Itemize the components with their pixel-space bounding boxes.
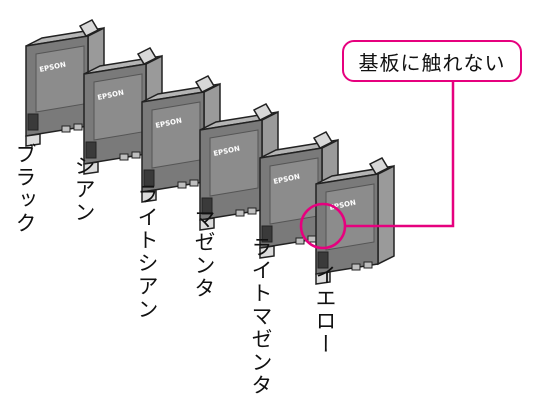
cartridge-contact [317, 251, 329, 269]
cartridge-foot [307, 235, 317, 243]
cartridge-black: EPSON [25, 19, 105, 147]
cartridge-foot [189, 179, 199, 187]
cartridge-label-panel [35, 45, 85, 113]
cartridge-latch [252, 103, 274, 121]
cartridge-foot [235, 209, 245, 217]
cartridge-chip [199, 217, 215, 231]
cartridge-latch [368, 157, 390, 175]
cartridge-label-yellow: イエロー [313, 264, 337, 356]
cartridge-foot [351, 263, 361, 271]
cartridge-chip [25, 133, 41, 147]
cartridge-yellow: EPSON [315, 157, 395, 285]
cartridge-foot [73, 123, 83, 131]
cartridge-foot [61, 125, 71, 133]
cartridge-label-light-magenta: ライトマゼンタ [249, 236, 273, 397]
cartridge-magenta: EPSON [199, 103, 279, 231]
cartridge-foot [295, 237, 305, 245]
cartridge-chip [83, 161, 99, 175]
cartridge-contact [27, 113, 39, 131]
callout-leader-line [345, 82, 455, 228]
cartridge-foot [247, 207, 257, 215]
cartridge-label-cyan: シアン [72, 155, 96, 224]
cartridge-label-panel [93, 73, 143, 141]
cartridge-foot [363, 261, 373, 269]
callout-text: 基板に触れない [358, 50, 506, 75]
cartridge-foot [131, 151, 141, 159]
cartridge-label-panel [209, 129, 259, 197]
cartridge-contact [261, 225, 273, 243]
cartridge-light-magenta: EPSON [259, 131, 339, 259]
cartridge-contact [143, 169, 155, 187]
cartridge-label-panel [325, 183, 375, 251]
cartridge-contact [201, 197, 213, 215]
callout-box: 基板に触れない [342, 40, 522, 82]
cartridge-chip [315, 271, 331, 285]
cartridge-side [377, 164, 395, 266]
cartridge-latch [78, 19, 100, 37]
cartridge-label-magenta: マゼンタ [192, 208, 216, 300]
cartridge-label-panel [269, 157, 319, 225]
cartridge-latch [194, 75, 216, 93]
cartridge-foot [177, 181, 187, 189]
cartridge-foot [119, 153, 129, 161]
cartridge-latch [136, 47, 158, 65]
cartridge-chip [259, 245, 275, 259]
cartridge-chip [141, 189, 157, 203]
cartridge-label-light-cyan: ライトシアン [135, 183, 159, 321]
cartridge-latch [312, 131, 334, 149]
cartridge-label-black: ブラック [13, 143, 37, 235]
cartridge-contact [85, 141, 97, 159]
cartridge-label-panel [151, 101, 201, 169]
